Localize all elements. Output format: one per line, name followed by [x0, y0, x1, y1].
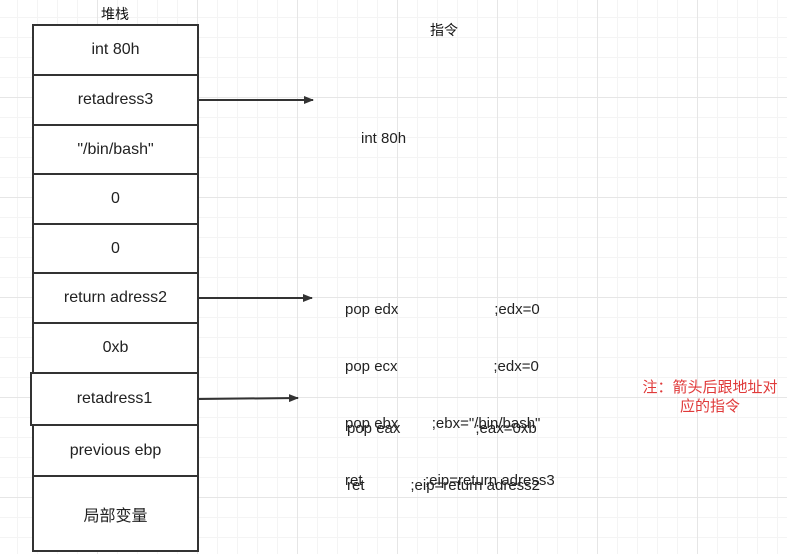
stack-cell-retadress3: retadress3	[32, 74, 199, 126]
instruction-group-1: int 80h	[361, 91, 406, 167]
stack-cell-retadress1: retadress1	[30, 372, 199, 426]
stack-cell-return-adress2: return adress2	[32, 272, 199, 324]
instruction-line: ret ;eip=return adress2	[347, 477, 541, 494]
arrow-retadress1	[198, 394, 299, 403]
note-annotation: 注：箭头后跟地址对 应的指令	[636, 378, 784, 416]
stack-cell-bin-bash: "/bin/bash"	[32, 124, 199, 175]
instruction-group-2: pop edx ;edx=0 pop ecx ;edx=0 pop ebx ;e…	[345, 262, 555, 509]
instruction-group-3: pop eax ;eax=0xb ret ;eip=return adress2	[347, 381, 540, 514]
stack-cell-zero-2: 0	[32, 223, 199, 274]
stack-cell-int80h: int 80h	[32, 24, 199, 76]
note-line-1: 注：箭头后跟地址对	[642, 379, 778, 396]
instructions-header: 指令	[430, 22, 458, 38]
stack-cell-0xb: 0xb	[32, 322, 199, 374]
stack-header: 堆栈	[101, 6, 129, 22]
instruction-line: pop ebx ;ebx="/bin/bash"	[345, 415, 541, 432]
instruction-line: pop eax ;eax=0xb	[347, 420, 537, 437]
instruction-line: pop edx ;edx=0	[345, 301, 540, 318]
instruction-line: ret ;eip=return adress3	[345, 472, 555, 489]
instruction-line: pop ecx ;edx=0	[345, 358, 539, 375]
instruction-line: int 80h	[361, 130, 407, 147]
stack-cell-previous-ebp: previous ebp	[32, 424, 199, 477]
stack-cell-local-vars: 局部变量	[32, 475, 199, 552]
note-line-2: 应的指令	[679, 398, 740, 415]
